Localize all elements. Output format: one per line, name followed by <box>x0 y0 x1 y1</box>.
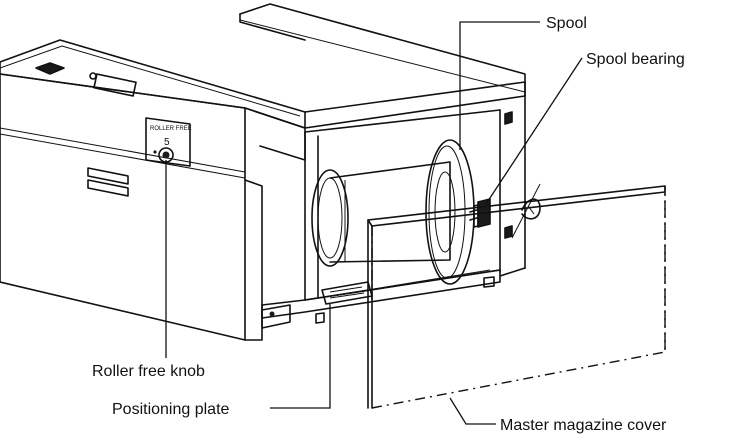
spool-bearing-leader <box>485 57 583 205</box>
foot <box>315 312 325 324</box>
leader-lines <box>165 21 583 425</box>
master-magazine-cover <box>367 183 666 409</box>
knob-panel-caption: ROLLER FREE <box>150 126 192 132</box>
spool-bearing-label: Spool bearing <box>586 51 685 68</box>
frame-slot-icon <box>504 111 513 125</box>
master-magazine-cover-leader <box>449 397 496 425</box>
spool-label: Spool <box>546 15 587 32</box>
labels: Spool Spool bearing Roller free knob Pos… <box>92 15 685 434</box>
knob-panel-number: 5 <box>164 137 170 148</box>
indicator-icon <box>89 72 97 80</box>
housing-frame <box>239 3 526 329</box>
top-button <box>93 73 137 97</box>
positioning-plate-leader <box>270 304 331 409</box>
spool-leader <box>459 21 540 150</box>
master-magazine-cover-label: Master magazine cover <box>500 417 667 434</box>
knob-center-icon <box>162 151 170 159</box>
machine-body: ROLLER FREE 5 <box>0 39 306 341</box>
cover-lock-icon <box>521 198 541 220</box>
roller-free-knob-label: Roller free knob <box>92 363 205 380</box>
spool-left-flange <box>311 169 349 267</box>
positioning-plate-label: Positioning plate <box>112 401 230 418</box>
spool <box>311 139 491 285</box>
handle-slot <box>87 179 129 197</box>
knob-panel <box>145 117 191 167</box>
foot <box>483 276 495 288</box>
handle-slot <box>87 167 129 185</box>
frame-slot-icon <box>504 225 513 239</box>
power-switch-icon <box>35 62 65 75</box>
